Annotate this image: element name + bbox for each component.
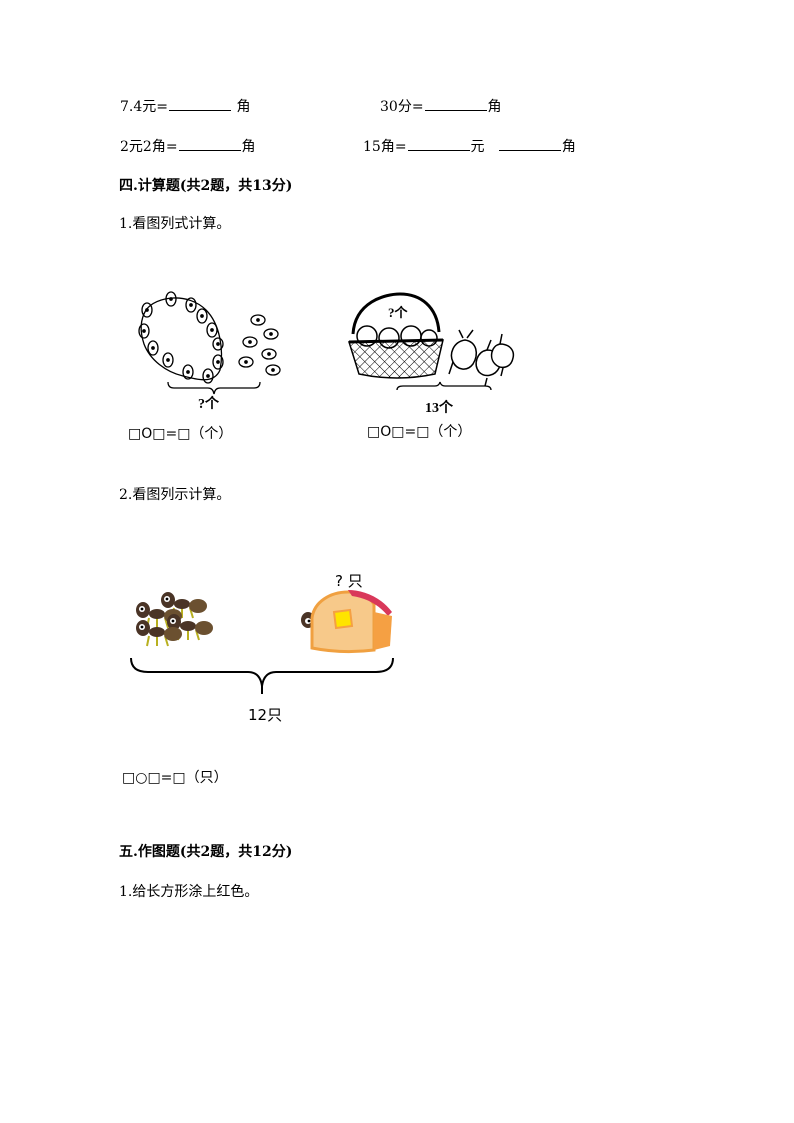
section-4-title: 四.计算题(共2题，共13分) (119, 178, 293, 194)
answer-blank[interactable] (169, 97, 231, 111)
conversion-15-jiao: 15角= 元 角 (363, 137, 576, 156)
conversion-2-yuan-2-jiao: 2元2角= 角 (120, 137, 256, 156)
ants-total-label: 12只 (248, 706, 283, 724)
beads-total-label: ?个 (198, 397, 219, 412)
answer-blank-yuan[interactable] (407, 137, 470, 151)
basket-unknown-label: ?个 (388, 305, 408, 320)
unit-text: 角 (487, 99, 502, 115)
ants-illustration (136, 592, 213, 647)
conversion-7-4-yuan: 7.4元= 角 (120, 97, 250, 116)
basket-figure (345, 292, 520, 392)
radish-equation[interactable]: □O□=□（个） (367, 424, 472, 440)
ants-equation[interactable]: □○□=□（只） (122, 770, 228, 786)
prompt-text: 15角= (363, 139, 407, 155)
ant-house (296, 588, 396, 654)
answer-blank-jiao[interactable] (498, 137, 561, 151)
ants-in-house-label: ? 只 (335, 572, 363, 590)
beads-figure (128, 288, 298, 418)
radish-total-label: 13个 (425, 401, 453, 416)
section-5-title: 五.作图题(共2题，共12分) (119, 844, 293, 860)
answer-blank[interactable] (178, 137, 241, 151)
total-brace (128, 656, 396, 696)
prompt-text: 7.4元= (120, 99, 168, 115)
beads-illustration (138, 291, 281, 395)
unit-text: 角 (241, 139, 256, 155)
prompt-text: 30分= (380, 99, 424, 115)
question-4-1-prompt: 1.看图列式计算。 (119, 216, 231, 232)
unit-text: 角 (236, 99, 251, 115)
question-5-1-prompt: 1.给长方形涂上红色。 (119, 884, 259, 900)
curly-brace-icon (130, 657, 394, 694)
unit-text: 元 (470, 139, 485, 155)
basket-radish-illustration (347, 292, 515, 391)
ants-group (130, 588, 220, 648)
question-4-2-prompt: 2.看图列示计算。 (119, 487, 231, 503)
answer-blank[interactable] (424, 97, 487, 111)
prompt-text: 2元2角= (120, 139, 178, 155)
unit-text: 角 (561, 139, 576, 155)
conversion-30-fen: 30分= 角 (380, 97, 502, 116)
house-illustration (301, 590, 392, 654)
beads-equation[interactable]: □O□=□（个） (128, 426, 233, 442)
